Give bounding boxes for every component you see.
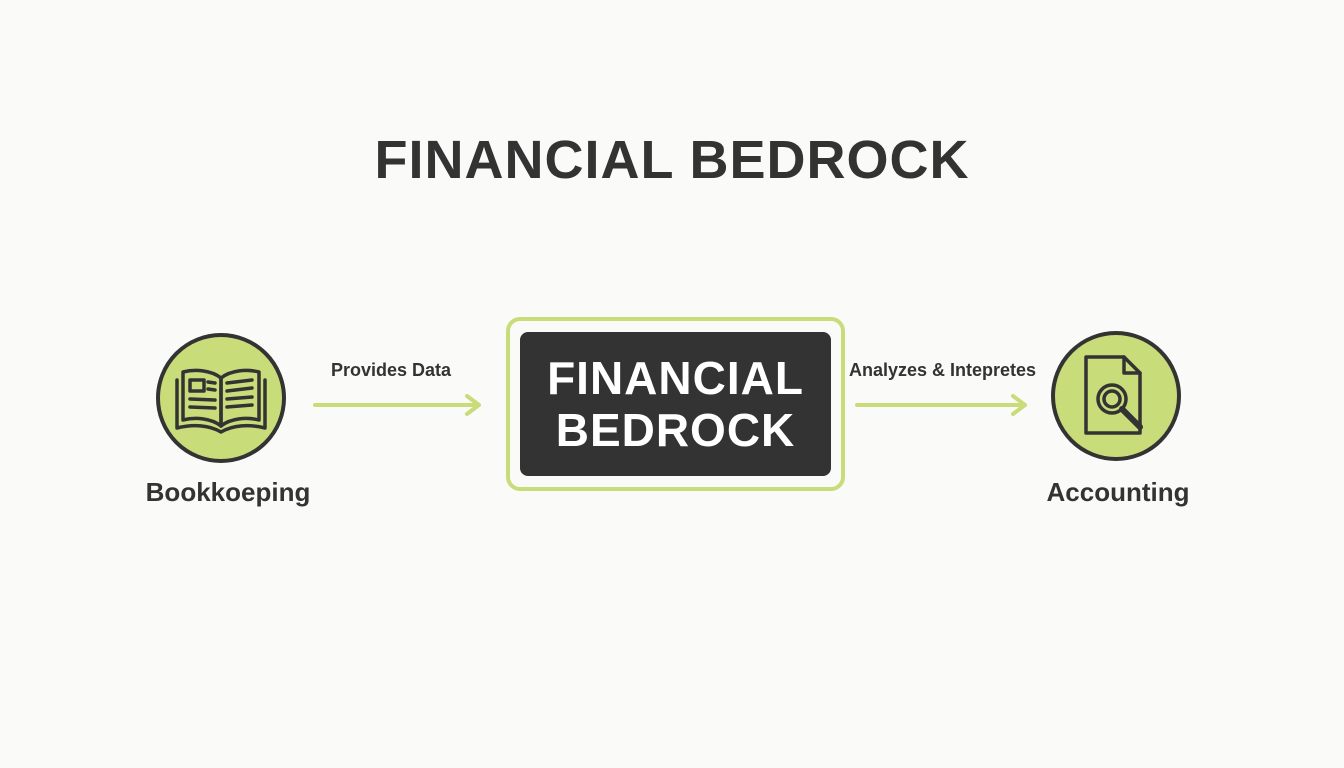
arrow-to-center	[313, 394, 481, 416]
arrow-to-accounting	[855, 394, 1027, 416]
document-search-icon	[1084, 355, 1143, 435]
accounting-label: Accounting	[1046, 477, 1190, 507]
financial-bedrock-node: FINANCIAL BEDROCK	[506, 317, 845, 491]
edge-label-provides-data: Provides Data	[331, 360, 452, 380]
edge-label-analyzes: Analyzes & Intepretes	[849, 360, 1037, 380]
open-book-icon	[175, 368, 267, 434]
accounting-node	[1051, 331, 1181, 461]
center-label-line2: BEDROCK	[555, 404, 796, 456]
bookkeeping-label: Bookkoeping	[145, 477, 311, 507]
center-label-line1: FINANCIAL	[547, 352, 804, 404]
diagram-title: FINANCIAL BEDROCK	[374, 130, 970, 190]
bookkeeping-node	[156, 333, 286, 463]
financial-bedrock-box: FINANCIAL BEDROCK	[520, 332, 831, 476]
